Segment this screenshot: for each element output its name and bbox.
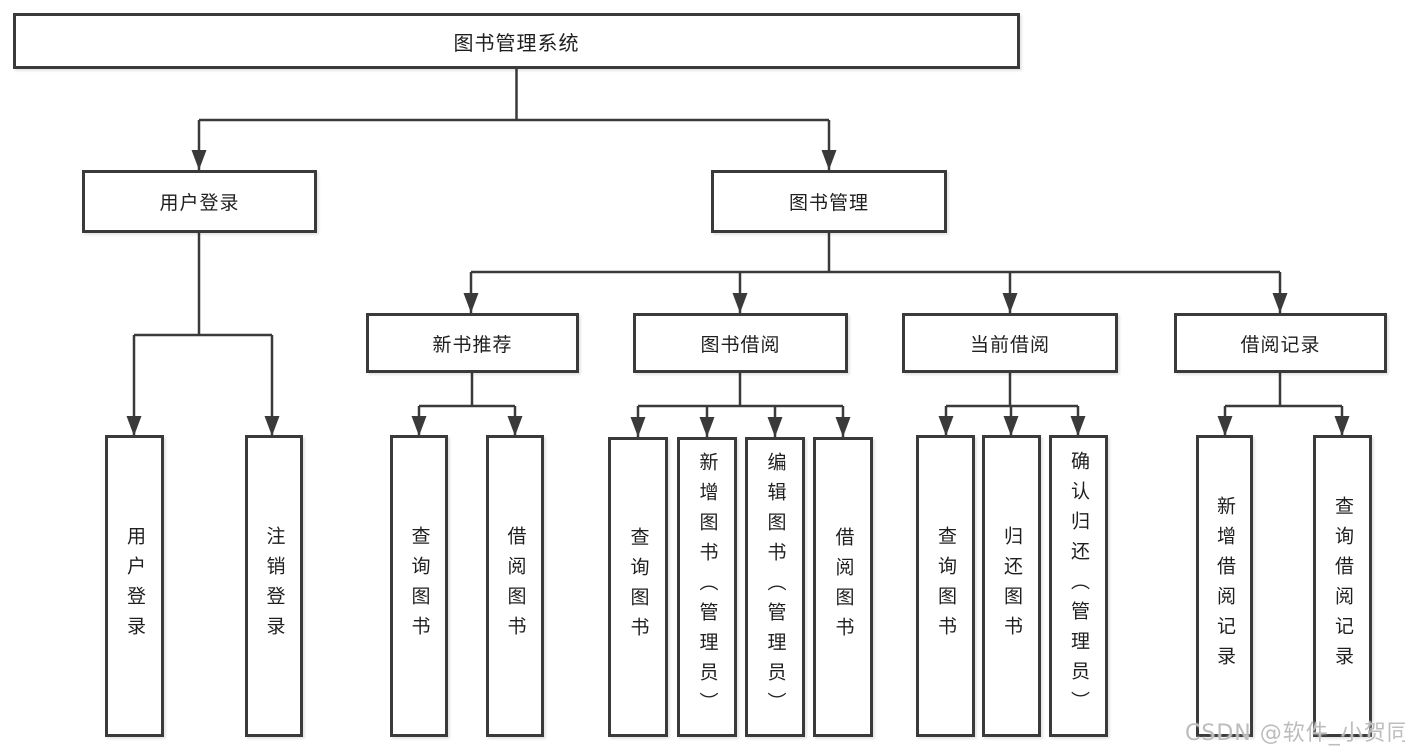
leaf-recommend-query-book: 查询图书 [390,435,448,737]
leaf-current-return-book: 归还图书 [982,435,1041,737]
node-book-borrow: 图书借阅 [633,313,848,373]
node-book-management: 图书管理 [711,170,947,233]
node-root: 图书管理系统 [13,13,1020,69]
leaf-borrow-add-book-admin: 新增图书（管理员） [677,437,737,737]
branch-root [199,69,829,122]
leaf-borrow-borrow-book: 借阅图书 [813,437,873,737]
leaf-current-confirm-return-admin: 确认归还（管理员） [1049,435,1108,737]
node-current-borrow: 当前借阅 [902,313,1118,373]
node-borrow-record: 借阅记录 [1174,313,1387,373]
branch-book-mgmt [471,233,1280,274]
node-user-login: 用户登录 [82,170,317,233]
leaf-record-query: 查询借阅记录 [1313,435,1372,737]
branch-current-borrow [946,373,1078,408]
branch-borrow-record [1225,373,1342,408]
branch-new-book [419,373,515,408]
leaf-borrow-query-book: 查询图书 [608,437,668,737]
branch-book-borrow [638,373,843,408]
leaf-logout: 注销登录 [245,435,303,737]
leaf-record-add: 新增借阅记录 [1196,435,1253,737]
branch-user-login [134,233,272,337]
node-new-book-recommend: 新书推荐 [366,313,579,373]
watermark: CSDN @软件_小贺同学 [1185,721,1405,746]
leaf-recommend-borrow-book: 借阅图书 [486,435,544,737]
leaf-borrow-edit-book-admin: 编辑图书（管理员） [745,437,805,737]
leaf-current-query-book: 查询图书 [916,435,975,737]
leaf-user-login: 用户登录 [105,435,164,737]
